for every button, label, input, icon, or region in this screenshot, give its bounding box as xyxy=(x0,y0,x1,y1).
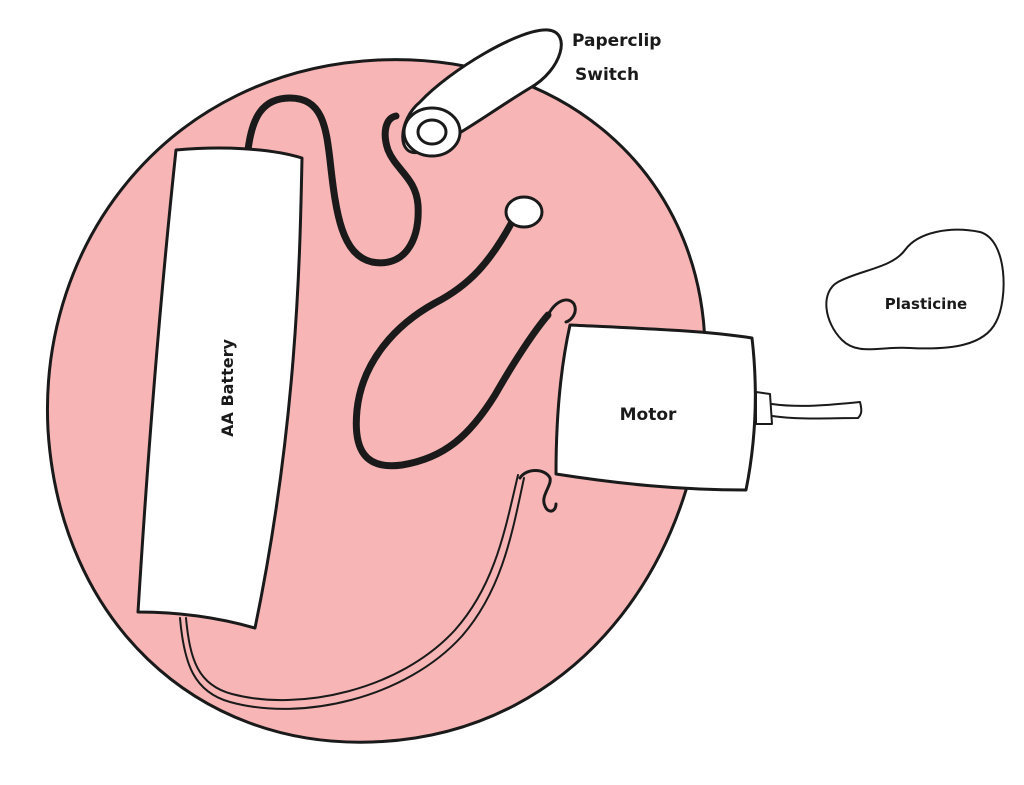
plasticine-label: Plasticine xyxy=(885,295,967,313)
paperclip-switch-label-line2: Switch xyxy=(575,65,639,85)
motor-bottom-terminal-hook xyxy=(518,469,558,513)
wire-battery-to-motor-inner xyxy=(179,477,525,710)
battery-label: AA Battery xyxy=(218,339,237,437)
plasticine: Plasticine xyxy=(825,228,1005,351)
motor-top-terminal-hook xyxy=(546,298,577,324)
motor: Motor xyxy=(554,323,863,492)
wire-battery-to-switch xyxy=(244,94,422,267)
aa-battery: AA Battery xyxy=(136,146,304,630)
wire-battery-to-motor xyxy=(185,474,519,702)
motor-shaft-collar xyxy=(755,391,773,425)
wire-switch-to-motor xyxy=(352,218,552,470)
paperclip-switch-label-line1: Paperclip xyxy=(572,31,661,51)
switch-contact-pin xyxy=(504,195,544,229)
motor-shaft xyxy=(771,401,863,420)
motor-body xyxy=(554,323,757,492)
motor-label: Motor xyxy=(620,405,677,425)
plasticine-blob xyxy=(825,228,1005,351)
paperclip-switch xyxy=(401,28,563,229)
battery-body xyxy=(136,146,304,630)
switch-split-pin-inner xyxy=(416,118,448,146)
